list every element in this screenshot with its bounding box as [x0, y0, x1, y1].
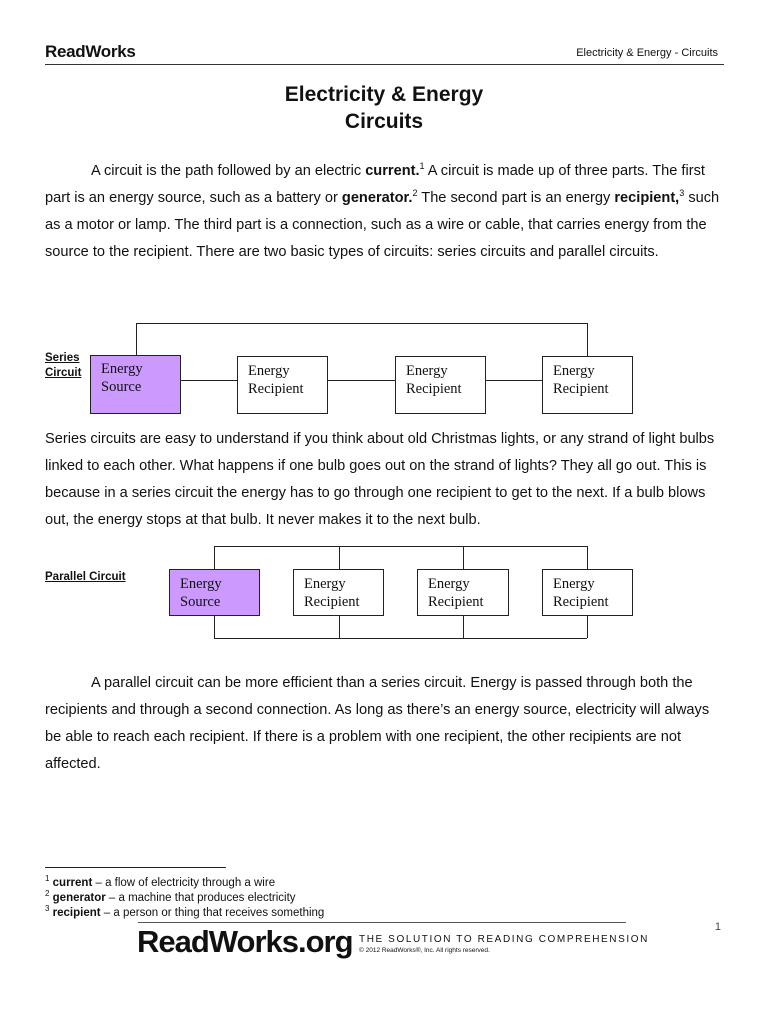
footnote-number: 3: [45, 904, 50, 914]
parallel-bottom-drop-1: [214, 615, 215, 638]
box-line-2: Recipient: [428, 594, 484, 610]
parallel-recipient-box-1: Energy Recipient: [293, 569, 384, 616]
series-energy-source-box: Energy Source: [90, 355, 181, 414]
footnote-divider: [45, 867, 226, 868]
parallel-top-drop-1: [214, 546, 215, 569]
box-line-1: Energy: [180, 576, 222, 592]
parallel-top-rail: [214, 546, 587, 547]
parallel-energy-source-box: Energy Source: [169, 569, 260, 616]
footnote-definition: – a machine that produces electricity: [105, 892, 296, 904]
series-recipient-box-2: Energy Recipient: [395, 356, 486, 414]
footer-tagline: THE SOLUTION TO READING COMPREHENSION: [359, 934, 649, 945]
box-line-2: Recipient: [553, 594, 609, 610]
term-generator: generator.: [341, 190, 413, 206]
box-line-1: Energy: [553, 576, 595, 592]
term-recipient: recipient,: [614, 190, 680, 206]
series-label: Series Circuit: [45, 351, 81, 381]
parallel-top-drop-4: [587, 546, 588, 569]
box-line-2: Recipient: [553, 381, 609, 397]
readworks-logo: ReadWorks: [45, 42, 136, 61]
readworks-org-logo: ReadWorks.org: [137, 924, 354, 959]
header-topic: Electricity & Energy - Circuits: [576, 47, 718, 59]
box-line-1: Energy: [248, 363, 290, 379]
parallel-bottom-drop-2: [339, 615, 340, 638]
series-paragraph: Series circuits are easy to understand i…: [45, 426, 725, 534]
footnote-2: 2 generator – a machine that produces el…: [45, 889, 296, 906]
parallel-bottom-drop-3: [463, 615, 464, 638]
box-line-2: Recipient: [248, 381, 304, 397]
box-line-1: Energy: [304, 576, 346, 592]
parallel-bottom-rail: [214, 638, 587, 639]
box-line-2: Source: [180, 594, 221, 610]
box-line-1: Energy: [553, 363, 595, 379]
intro-text-3: The second part is an energy: [417, 190, 615, 206]
footnote-term: generator: [52, 892, 106, 904]
intro-paragraph: A circuit is the path followed by an ele…: [45, 158, 725, 266]
series-wire-3: [485, 380, 543, 381]
parallel-top-drop-2: [339, 546, 340, 569]
box-line-2: Source: [101, 379, 142, 395]
footer-divider: [138, 922, 626, 923]
box-line-1: Energy: [101, 361, 143, 377]
parallel-paragraph: A parallel circuit can be more efficient…: [45, 670, 725, 778]
parallel-recipient-box-2: Energy Recipient: [417, 569, 509, 616]
intro-text-4: such as a motor or lamp. The third part …: [45, 190, 720, 260]
footnote-term: current: [52, 877, 93, 889]
series-label-line-2: Circuit: [45, 367, 82, 379]
series-top-wire: [136, 323, 588, 324]
intro-text-2: A circuit is made up of three parts. The…: [45, 163, 705, 206]
box-line-2: Recipient: [304, 594, 360, 610]
footnote-ref-2: 2: [412, 188, 418, 199]
parallel-paragraph-text: A parallel circuit can be more efficient…: [45, 675, 710, 772]
footnote-number: 1: [45, 874, 50, 884]
footnote-definition: – a flow of electricity through a wire: [92, 877, 276, 889]
series-right-wire: [587, 323, 588, 356]
series-wire-1: [180, 380, 237, 381]
footer-copyright: © 2012 ReadWorks®, Inc. All rights reser…: [359, 947, 490, 954]
title-line-1: Electricity & Energy: [284, 83, 484, 106]
series-left-wire: [136, 323, 137, 356]
box-line-1: Energy: [428, 576, 470, 592]
series-recipient-box-3: Energy Recipient: [542, 356, 633, 414]
box-line-2: Recipient: [406, 381, 462, 397]
parallel-recipient-box-3: Energy Recipient: [542, 569, 633, 616]
footnote-ref-3: 3: [679, 188, 685, 199]
footnote-definition: – a person or thing that receives someth…: [100, 907, 325, 919]
series-paragraph-text: Series circuits are easy to understand i…: [45, 431, 715, 528]
parallel-top-drop-3: [463, 546, 464, 569]
footnote-ref-1: 1: [419, 161, 425, 172]
parallel-bottom-drop-4: [587, 615, 588, 638]
parallel-label: Parallel Circuit: [45, 571, 126, 583]
series-wire-2: [327, 380, 396, 381]
footnote-3: 3 recipient – a person or thing that rec…: [45, 904, 325, 921]
footnote-1: 1 current – a flow of electricity throug…: [45, 874, 276, 891]
footnote-number: 2: [45, 889, 50, 899]
series-label-line-1: Series: [45, 352, 80, 364]
page-number: 1: [714, 921, 721, 933]
intro-text-1: A circuit is the path followed by an ele…: [91, 163, 366, 179]
title-line-2: Circuits: [344, 110, 424, 133]
term-current: current.: [365, 163, 420, 179]
box-line-1: Energy: [406, 363, 448, 379]
footnote-term: recipient: [52, 907, 101, 919]
series-recipient-box-1: Energy Recipient: [237, 356, 328, 414]
header-divider: [45, 64, 724, 65]
